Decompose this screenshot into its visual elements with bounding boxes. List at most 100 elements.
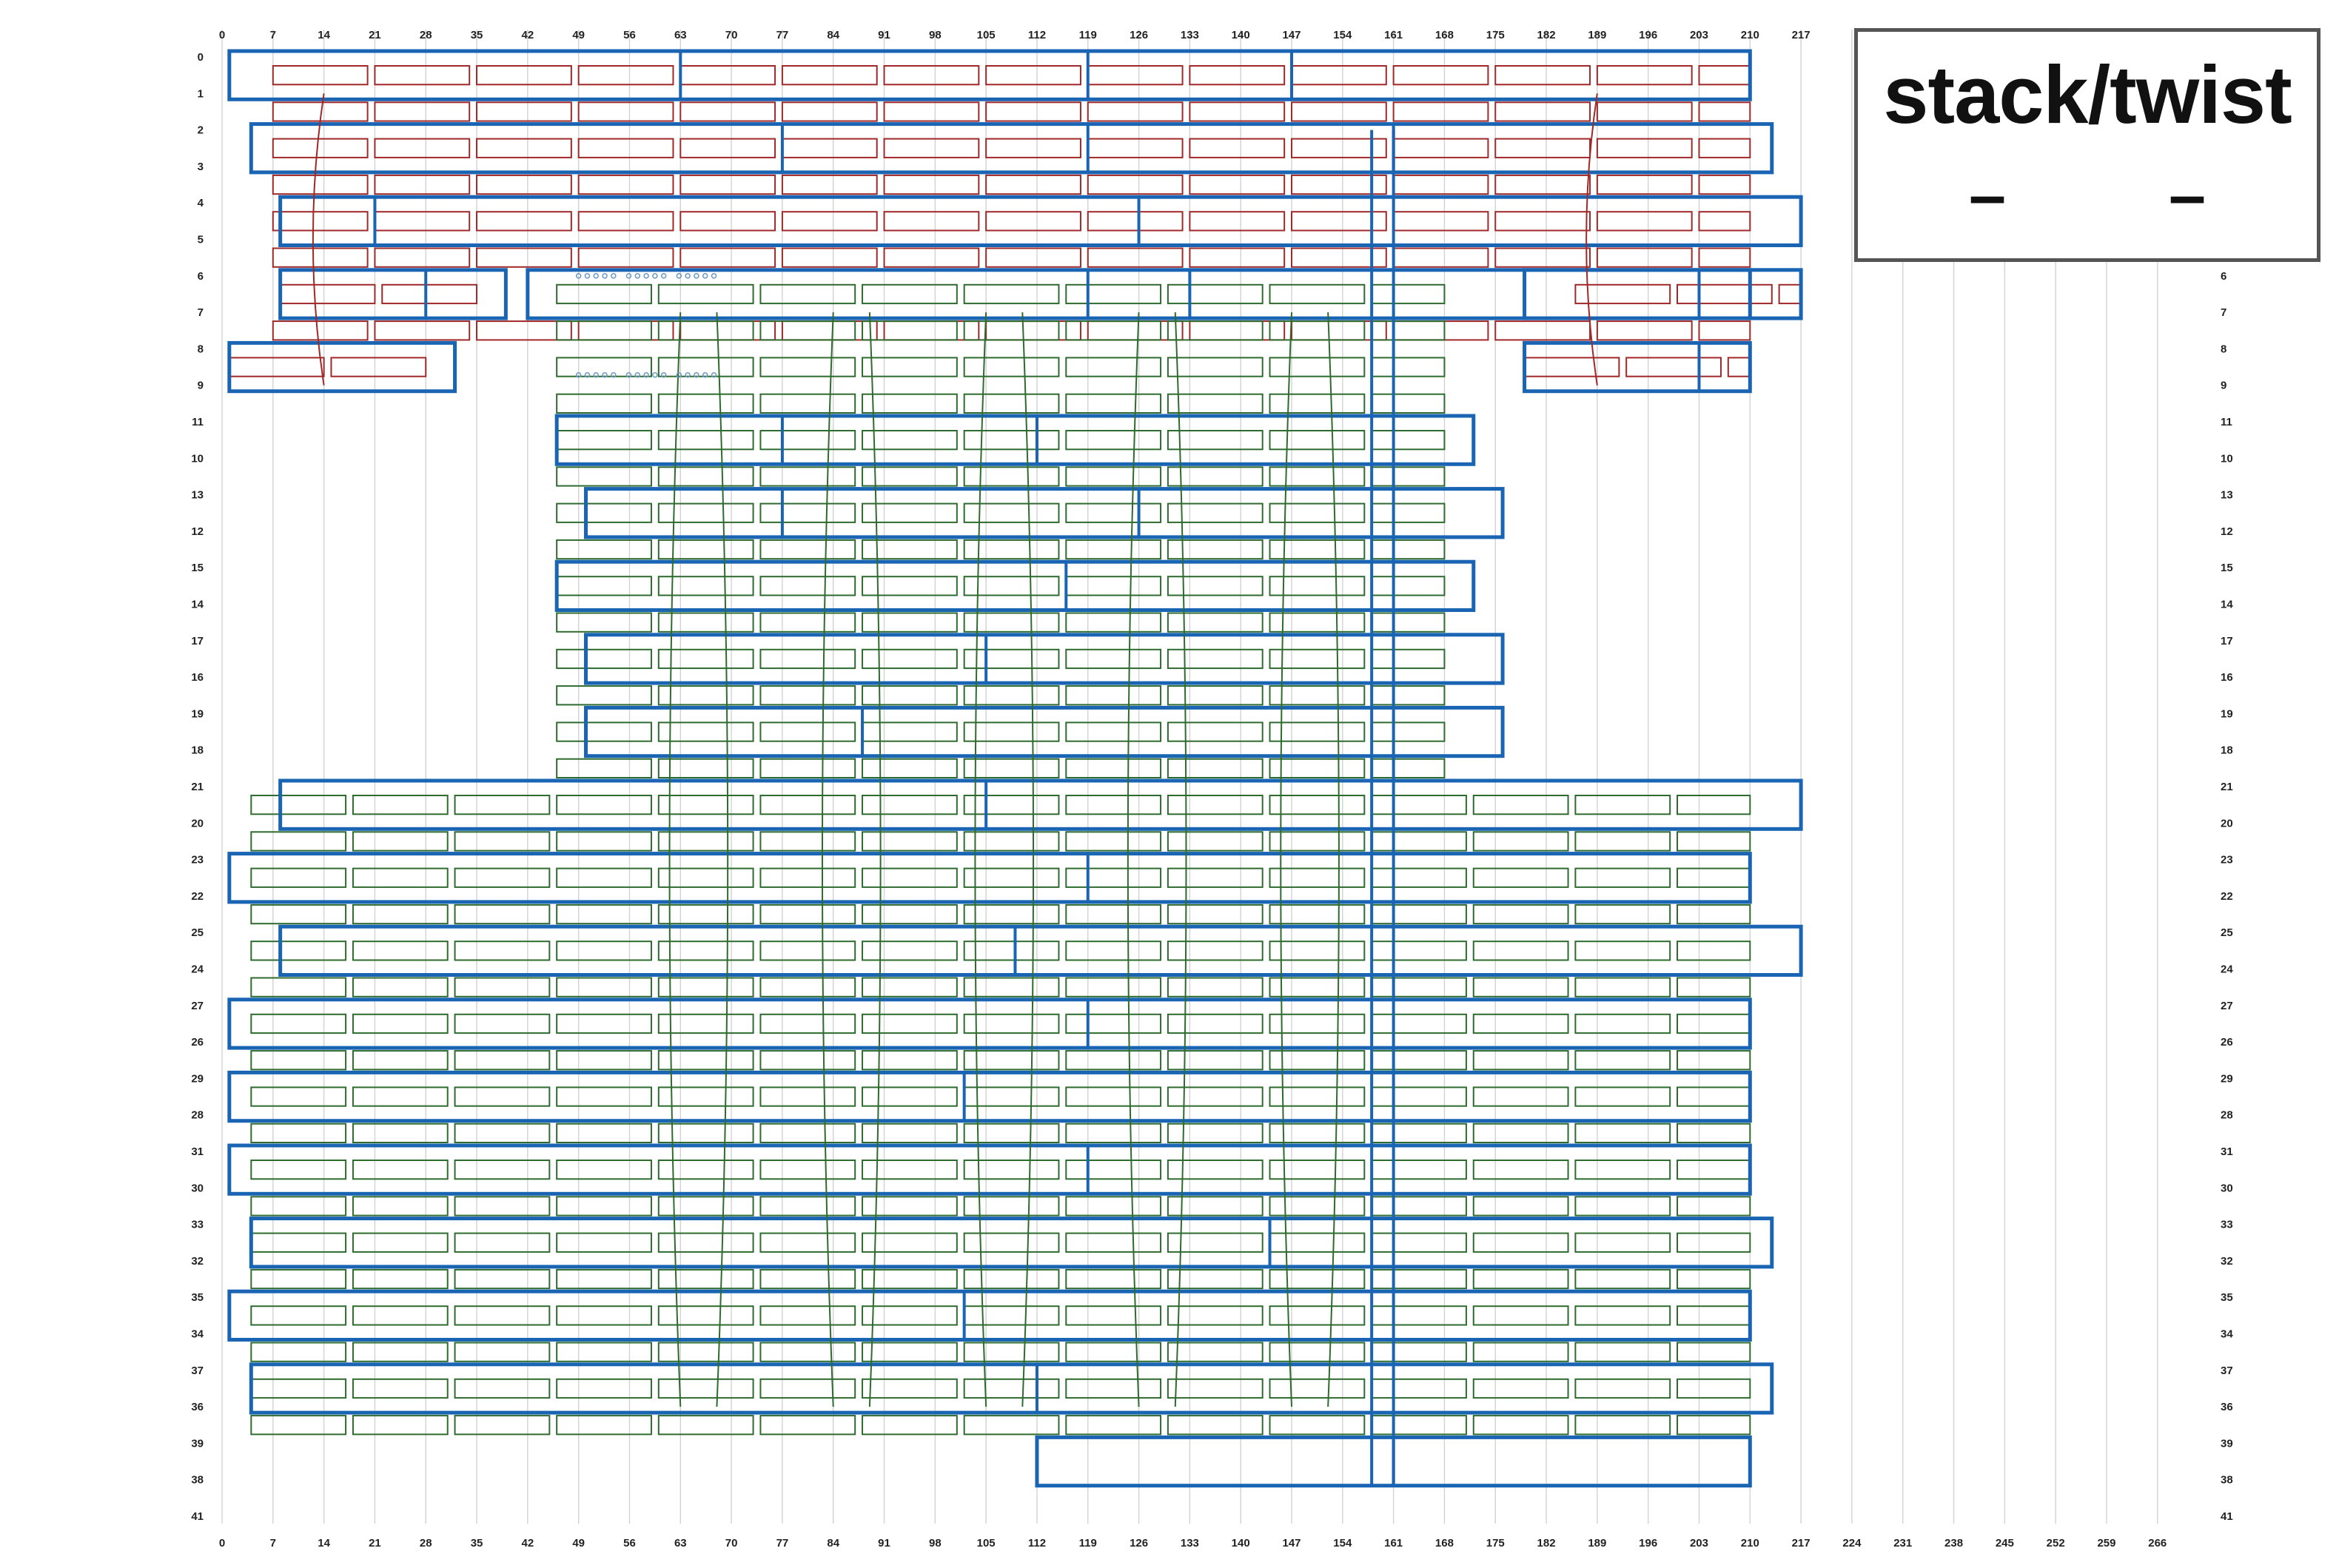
staple-segment: [759, 612, 856, 633]
staple-segment: [1494, 247, 1591, 268]
staple-segment: [1494, 174, 1591, 195]
top-tick-label: 126: [1130, 29, 1148, 41]
staple-segment: [963, 320, 1060, 341]
staple-segment: [272, 65, 369, 86]
staple-segment: [1677, 1013, 1751, 1034]
top-tick-label: 147: [1282, 29, 1301, 41]
staple-segment: [454, 904, 551, 925]
left-row-label: 35: [191, 1291, 204, 1304]
staple-segment: [1677, 1415, 1751, 1436]
left-row-label: 34: [191, 1328, 204, 1341]
staple-segment: [1167, 721, 1264, 742]
left-row-label: 4: [198, 197, 204, 209]
staple-segment: [759, 502, 856, 523]
right-row-label: 17: [2221, 635, 2233, 647]
staple-segment: [1291, 247, 1387, 268]
top-tick-label: 161: [1384, 29, 1403, 41]
left-row-label: 0: [198, 51, 204, 64]
staple-segment: [1472, 1160, 1569, 1180]
staple-segment: [759, 1160, 856, 1180]
staple-segment: [381, 283, 478, 305]
staple-segment: [862, 758, 958, 778]
staple-segment: [862, 1123, 958, 1143]
staple-segment: [1574, 1415, 1671, 1436]
top-tick-label: 154: [1333, 29, 1352, 41]
staple-segment: [759, 977, 856, 997]
right-row-label: 7: [2221, 306, 2226, 319]
staple-segment: [883, 247, 980, 268]
staple-segment: [1392, 138, 1489, 158]
staple-segment: [1269, 758, 1366, 778]
bottom-tick-label: 252: [2047, 1537, 2065, 1550]
staple-segment: [1677, 1378, 1751, 1399]
staple-segment: [759, 867, 856, 888]
staple-segment: [250, 1305, 347, 1326]
staple-segment: [963, 831, 1060, 852]
staple-segment: [985, 101, 1081, 122]
staple-segment: [657, 721, 754, 742]
right-row-label: 22: [2221, 890, 2233, 903]
staple-segment: [963, 867, 1060, 888]
staple-segment: [556, 1160, 652, 1180]
left-row-label: 38: [191, 1474, 204, 1487]
staple-segment: [657, 758, 754, 778]
staple-segment: [1189, 65, 1286, 86]
staple-segment: [963, 977, 1060, 997]
top-tick-label: 7: [270, 29, 276, 41]
staple-segment: [883, 211, 980, 232]
staple-segment: [1167, 1268, 1264, 1290]
scaffold-helix-pair: [227, 49, 1752, 101]
staple-segment: [1698, 247, 1751, 268]
top-tick-label: 140: [1232, 29, 1250, 41]
top-tick-label: 168: [1435, 29, 1454, 41]
staple-segment: [963, 1378, 1060, 1399]
staple-segment: [1625, 357, 1722, 377]
staple-segment: [657, 539, 754, 560]
staple-segment: [679, 247, 776, 268]
right-row-labels: 6789111013121514171619182120232225242726…: [2221, 270, 2233, 1523]
staple-segment: [862, 831, 958, 852]
staple-segment: [556, 867, 652, 888]
loop-marker: [625, 273, 632, 279]
staple-segment: [1392, 320, 1489, 341]
staple-segment: [862, 867, 958, 888]
staple-segment: [862, 1415, 958, 1436]
staple-segment: [657, 1378, 754, 1399]
bottom-tick-label: 105: [977, 1537, 996, 1550]
staple-segment: [454, 795, 551, 815]
staple-segment: [556, 393, 652, 414]
staple-segment: [1596, 101, 1693, 122]
staple-segment: [1574, 1013, 1671, 1034]
staple-segment: [862, 648, 958, 670]
staple-segment: [556, 1305, 652, 1326]
left-row-label: 25: [191, 926, 204, 939]
staple-segment: [1371, 576, 1446, 596]
staple-segment: [963, 1050, 1060, 1071]
top-tick-label: 63: [674, 29, 687, 41]
staple-segment: [556, 941, 652, 961]
left-row-label: 21: [191, 781, 204, 793]
staple-segment: [1269, 357, 1366, 377]
scaffold-helix-pair: [278, 778, 1803, 831]
staple-segment: [1291, 101, 1387, 122]
staple-segment: [1167, 1342, 1264, 1362]
staple-segment: [250, 977, 347, 997]
loop-marker: [602, 273, 608, 279]
staple-segment: [250, 1232, 347, 1253]
staple-segment: [657, 320, 754, 341]
top-tick-label: 112: [1028, 29, 1046, 41]
staple-segment: [556, 904, 652, 925]
bottom-tick-label: 161: [1384, 1537, 1403, 1550]
scaffold-helix-pair: [227, 852, 1752, 904]
staple-segment: [1574, 1050, 1671, 1071]
scaffold-helix-pair: [584, 705, 1505, 758]
staple-segment: [1371, 393, 1446, 414]
right-row-label: 27: [2221, 1000, 2233, 1012]
staple-segment: [352, 1232, 449, 1253]
staple-segment: [1167, 612, 1264, 633]
bottom-tick-label: 210: [1741, 1537, 1759, 1550]
left-row-label: 18: [191, 744, 204, 757]
staple-segment: [862, 393, 958, 414]
staple-segment: [250, 1415, 347, 1436]
staple-segment: [1269, 1123, 1366, 1143]
